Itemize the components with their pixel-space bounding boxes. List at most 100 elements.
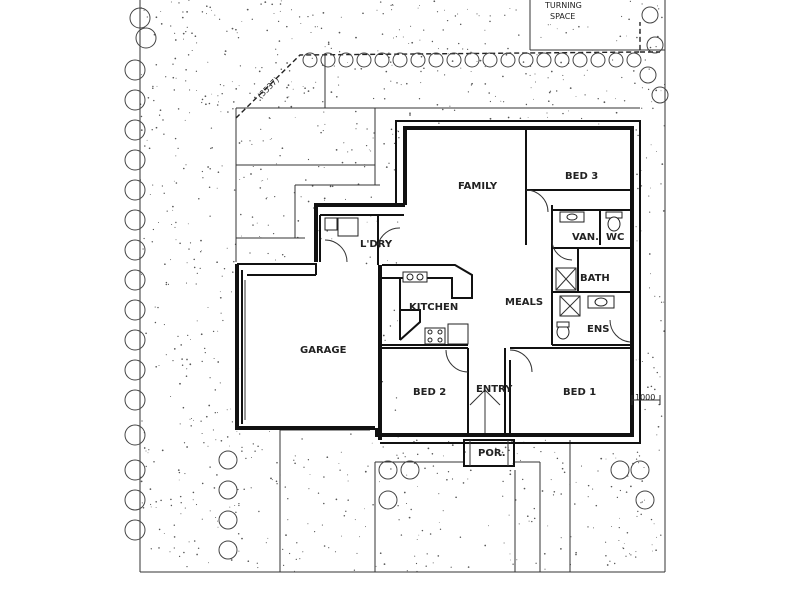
speckle (575, 553, 577, 556)
speckle (383, 97, 386, 100)
speckle (482, 451, 484, 454)
speckle (426, 553, 428, 555)
speckle (215, 439, 217, 441)
speckle (204, 95, 207, 98)
speckle (163, 133, 165, 135)
speckle (331, 238, 333, 240)
tree-icon (646, 36, 664, 54)
speckle (175, 182, 178, 184)
speckle (300, 196, 302, 198)
speckle (192, 491, 195, 494)
speckle (202, 177, 204, 179)
speckle (198, 198, 200, 200)
speckle (282, 548, 284, 551)
speckle (377, 50, 379, 52)
speckle (387, 260, 388, 262)
speckle (530, 87, 532, 89)
speckle (178, 2, 180, 4)
speckle (154, 321, 157, 324)
speckle (484, 83, 487, 85)
speckle (151, 241, 154, 243)
speckle (141, 420, 143, 422)
speckle (661, 163, 664, 165)
speckle (160, 499, 162, 502)
speckle (170, 25, 172, 27)
speckle (587, 484, 590, 487)
speckle (141, 502, 143, 504)
speckle (397, 505, 399, 507)
speckle (193, 540, 196, 542)
tree-icon (129, 7, 151, 29)
speckle (229, 445, 231, 447)
speckle (237, 488, 239, 491)
speckle (650, 144, 652, 146)
speckle (287, 498, 289, 500)
speckle (207, 166, 209, 168)
speckle (625, 491, 628, 493)
speckle (459, 536, 462, 538)
speckle (395, 36, 397, 38)
speckle (494, 95, 496, 97)
speckle (301, 438, 303, 440)
speckle (239, 433, 241, 435)
speckle (575, 551, 577, 554)
meals-label: MEALS (505, 297, 543, 308)
speckle (535, 562, 537, 564)
speckle (390, 128, 393, 131)
speckle (437, 555, 440, 557)
speckle (383, 563, 386, 565)
speckle (302, 551, 304, 553)
speckle (180, 502, 182, 504)
speckle (616, 496, 619, 499)
speckle (425, 565, 427, 567)
speckle (653, 367, 655, 369)
speckle (189, 112, 191, 114)
speckle (365, 262, 368, 265)
speckle (288, 70, 291, 72)
speckle (307, 158, 310, 161)
speckle (653, 388, 656, 391)
speckle (489, 20, 491, 23)
speckle (502, 75, 504, 78)
speckle (643, 466, 645, 469)
speckle (660, 415, 663, 417)
speckle (360, 67, 363, 70)
speckle (207, 61, 209, 63)
speckle (518, 34, 520, 36)
speckle (236, 32, 238, 34)
speckle (345, 510, 347, 513)
speckle (158, 114, 161, 116)
speckle (476, 13, 478, 15)
speckle (245, 457, 247, 460)
speckle (656, 5, 658, 7)
speckle (364, 508, 366, 510)
speckle (470, 71, 472, 72)
speckle (208, 186, 211, 189)
speckle (547, 100, 550, 103)
speckle (616, 40, 618, 42)
speckle (208, 562, 210, 564)
speckle (216, 187, 218, 189)
speckle (364, 470, 367, 473)
ldry-label: L'DRY (360, 239, 393, 250)
tree-icon (590, 52, 606, 68)
speckle (238, 502, 240, 505)
speckle (621, 15, 623, 18)
speckle (637, 134, 639, 137)
speckle (512, 563, 514, 565)
speckle (626, 532, 629, 534)
speckle (605, 541, 607, 543)
speckle (334, 551, 337, 553)
speckle (317, 125, 319, 127)
speckle (321, 524, 323, 526)
bath-label: BATH (580, 273, 610, 284)
speckle (597, 98, 599, 100)
speckle (254, 450, 256, 452)
speckle (487, 452, 489, 454)
speckle (226, 30, 228, 32)
tree-icon (554, 52, 570, 68)
speckle (344, 198, 347, 200)
speckle (285, 534, 287, 536)
speckle (161, 185, 164, 187)
speckle (648, 253, 651, 255)
